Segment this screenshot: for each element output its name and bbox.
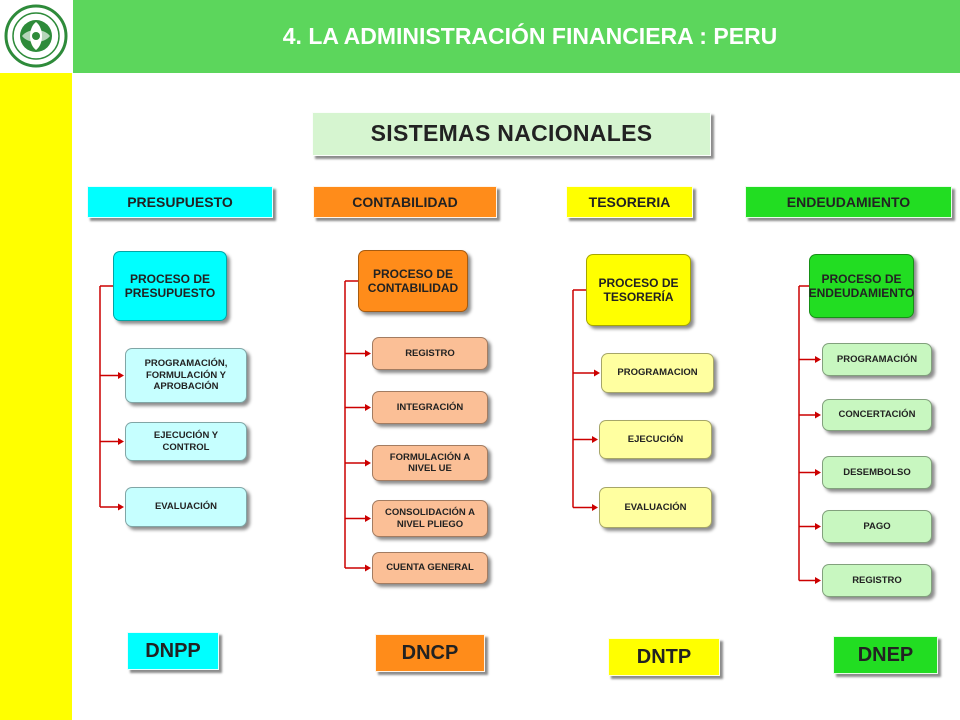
arrow-head-icon [118, 438, 124, 445]
arrow-head-icon [592, 504, 598, 511]
process-box-endeudamiento: PROCESO DE ENDEUDAMIENTO [809, 254, 914, 318]
agency-dnep: DNEP [833, 636, 938, 674]
heading-presupuesto: PRESUPUESTO [87, 186, 273, 218]
process-box-contabilidad: PROCESO DE CONTABILIDAD [358, 250, 468, 312]
arrow-head-icon [365, 564, 371, 572]
step-box: EVALUACIÓN [599, 487, 712, 528]
arrow-head-icon [118, 503, 124, 511]
arrow-head-icon [815, 356, 821, 363]
logo-container [0, 0, 73, 73]
step-box: PAGO [822, 510, 932, 543]
step-box: CUENTA GENERAL [372, 552, 488, 584]
step-box: REGISTRO [822, 564, 932, 597]
step-box: REGISTRO [372, 337, 488, 370]
agency-dnpp: DNPP [127, 632, 219, 670]
step-box: PROGRAMACION [601, 353, 714, 393]
arrow-head-icon [365, 459, 371, 467]
arrow-head-icon [592, 436, 598, 443]
step-box: CONSOLIDACIÓN A NIVEL PLIEGO [372, 500, 488, 537]
arrow-head-icon [365, 350, 371, 357]
agency-dntp: DNTP [608, 638, 720, 676]
page-title: 4. LA ADMINISTRACIÓN FINANCIERA : PERU [282, 23, 778, 49]
step-box: EJECUCIÓN [599, 420, 712, 459]
arrow-head-icon [815, 469, 821, 476]
heading-endeudamiento: ENDEUDAMIENTO [745, 186, 952, 218]
step-box: PROGRAMACIÓN [822, 343, 932, 376]
arrow-head-icon [815, 411, 821, 419]
header-bar [0, 0, 960, 73]
sidebar-strip [0, 73, 72, 720]
agency-dncp: DNCP [375, 634, 485, 672]
arrow-head-icon [815, 523, 821, 530]
arrow-head-icon [365, 404, 371, 411]
arrow-head-icon [365, 515, 371, 522]
diagram-title: SISTEMAS NACIONALES [312, 112, 711, 156]
heading-tesoreria: TESORERIA [566, 186, 693, 218]
step-box: EJECUCIÓN Y CONTROL [125, 422, 247, 461]
step-box: FORMULACIÓN A NIVEL UE [372, 445, 488, 481]
process-box-tesoreria: PROCESO DE TESORERÍA [586, 254, 691, 326]
step-box: PROGRAMACIÓN, FORMULACIÓN Y APROBACIÓN [125, 348, 247, 403]
step-box: DESEMBOLSO [822, 456, 932, 489]
process-box-presupuesto: PROCESO DE PRESUPUESTO [113, 251, 227, 321]
step-box: CONCERTACIÓN [822, 399, 932, 431]
arrow-head-icon [815, 577, 821, 584]
heading-contabilidad: CONTABILIDAD [313, 186, 497, 218]
university-seal-icon [4, 4, 68, 68]
arrow-head-icon [118, 372, 124, 379]
step-box: EVALUACIÓN [125, 487, 247, 527]
arrow-head-icon [594, 369, 600, 377]
step-box: INTEGRACIÓN [372, 391, 488, 424]
